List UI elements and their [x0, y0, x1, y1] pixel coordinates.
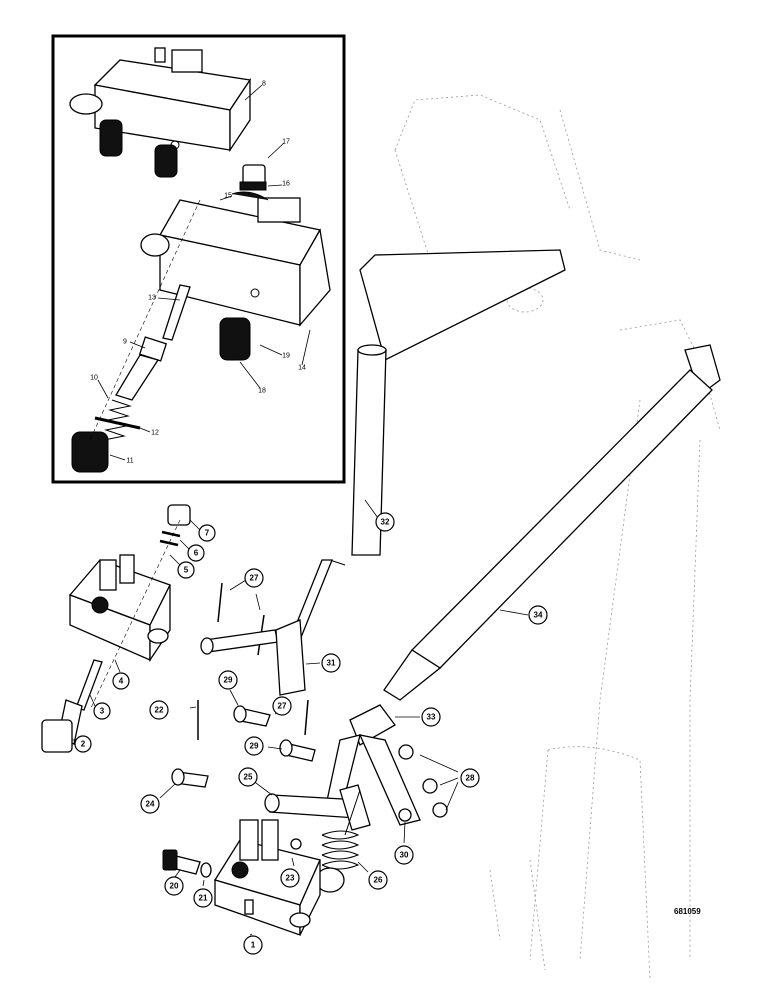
inset-callout-19: 19 [282, 353, 290, 360]
svg-text:1: 1 [251, 941, 256, 950]
inset-callout-15: 15 [224, 193, 232, 200]
bellcrank-lever [324, 704, 448, 826]
inset-callout-8: 8 [262, 81, 266, 88]
svg-text:25: 25 [244, 773, 253, 782]
spool-assembly [71, 199, 201, 473]
inset-callout-18: 18 [258, 388, 266, 395]
svg-text:21: 21 [199, 894, 208, 903]
callout-27a: 27 [244, 568, 264, 588]
svg-text:23: 23 [286, 874, 295, 883]
svg-text:4: 4 [119, 677, 124, 686]
callout-24: 24 [140, 794, 160, 814]
callout-20: 20 [164, 876, 184, 896]
svg-text:27: 27 [278, 702, 287, 711]
callout-21: 21 [193, 888, 213, 908]
callout-34: 34 [528, 605, 548, 625]
bolt-and-washer [162, 849, 212, 878]
callout-2: 2 [74, 735, 92, 753]
callout-30: 30 [394, 845, 414, 865]
callout-22: 22 [149, 700, 169, 720]
callout-5: 5 [177, 561, 195, 579]
svg-text:2: 2 [81, 740, 86, 749]
inset-callout-14: 14 [298, 365, 306, 372]
inset-callout-17: 17 [282, 139, 290, 146]
svg-text:30: 30 [400, 851, 409, 860]
base-bracket [213, 819, 321, 936]
callout-29a: 29 [218, 670, 238, 690]
callout-29b: 29 [244, 736, 264, 756]
svg-text:20: 20 [170, 882, 179, 891]
inset-callouts: 8 17 16 15 13 14 19 9 18 10 12 11 [90, 81, 306, 465]
inset-frame [51, 34, 346, 484]
torsion-spring [315, 789, 361, 893]
clevis-pins [171, 629, 316, 788]
inset-callout-10: 10 [90, 375, 98, 382]
control-rod-lower [383, 344, 721, 701]
callout-7: 7 [198, 524, 216, 542]
svg-text:27: 27 [250, 574, 259, 583]
callout-26: 26 [368, 870, 388, 890]
callout-28: 28 [460, 768, 480, 788]
callout-3: 3 [93, 702, 111, 720]
svg-text:7: 7 [205, 529, 210, 538]
inset-callout-9: 9 [123, 339, 127, 346]
svg-text:24: 24 [146, 800, 155, 809]
callout-25: 25 [238, 767, 258, 787]
svg-text:29: 29 [224, 676, 233, 685]
callout-1: 1 [243, 935, 263, 955]
callout-32: 32 [375, 512, 395, 532]
svg-text:26: 26 [374, 876, 383, 885]
svg-text:6: 6 [194, 549, 199, 558]
inset-callout-16: 16 [282, 181, 290, 188]
callout-4: 4 [112, 672, 130, 690]
lever-arm [264, 784, 371, 831]
control-rod-upper [275, 249, 566, 696]
valve-body-lower [140, 164, 331, 361]
inset-callout-13: 13 [148, 295, 156, 302]
callout-31: 31 [321, 653, 341, 673]
svg-text:32: 32 [381, 518, 390, 527]
valve-body-upper [69, 47, 252, 178]
svg-text:31: 31 [327, 659, 336, 668]
callout-23: 23 [280, 868, 300, 888]
drawing-number: 681059 [674, 907, 701, 916]
svg-text:28: 28 [466, 774, 475, 783]
inset-callout-12: 12 [151, 430, 159, 437]
callout-33: 33 [421, 707, 441, 727]
svg-text:5: 5 [184, 566, 189, 575]
callout-27b: 27 [272, 696, 292, 716]
valve-spool [41, 659, 103, 753]
inset-callout-11: 11 [126, 458, 133, 465]
svg-text:29: 29 [250, 742, 259, 751]
svg-text:22: 22 [155, 706, 164, 715]
lever-bracket [68, 504, 191, 711]
svg-text:33: 33 [427, 713, 436, 722]
callout-6: 6 [187, 544, 205, 562]
svg-text:3: 3 [100, 707, 105, 716]
svg-text:34: 34 [534, 611, 543, 620]
